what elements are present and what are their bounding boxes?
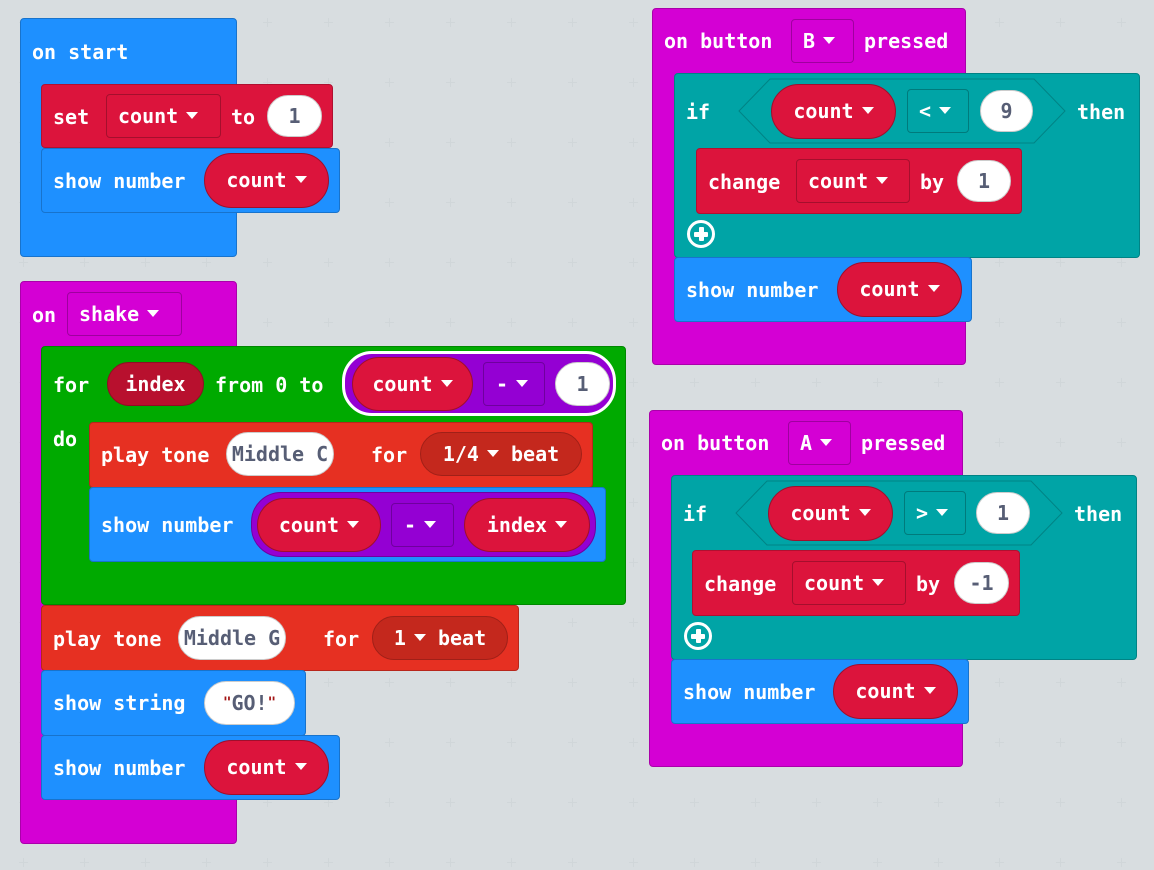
beat-dropdown[interactable]: 1 beat (372, 616, 508, 660)
caret-down-icon (413, 634, 426, 641)
variable-dropdown[interactable]: count (796, 159, 910, 203)
button-dropdown[interactable]: B (791, 19, 854, 63)
show-number-label: show number (101, 513, 234, 537)
caret-down-icon (858, 509, 871, 516)
show-number-label: show number (683, 680, 816, 704)
gesture-dropdown[interactable]: shake (67, 292, 182, 336)
note-input[interactable]: Middle G (178, 616, 286, 660)
set-label: set (53, 105, 90, 129)
pressed-label: pressed (864, 29, 949, 53)
caret-down-icon (823, 37, 836, 44)
caret-down-icon (876, 177, 889, 184)
value-input[interactable]: 1 (976, 492, 1030, 534)
button-dropdown[interactable]: A (788, 421, 851, 465)
change-label: change (704, 572, 777, 596)
on-label: on (32, 303, 57, 327)
loop-variable[interactable]: index (107, 362, 204, 406)
variable-reporter[interactable]: count (771, 84, 896, 139)
variable-reporter[interactable]: count (204, 153, 329, 208)
if-label: if (686, 100, 711, 124)
add-else-plus-icon[interactable] (684, 622, 712, 650)
caret-down-icon (861, 107, 874, 114)
on-button-label: on button (661, 431, 770, 455)
beat-dropdown[interactable]: 1/4 beat (420, 432, 582, 476)
by-label: by (916, 572, 941, 596)
caret-down-icon (347, 521, 360, 528)
if-label: if (683, 502, 708, 526)
to-label: to (231, 105, 256, 129)
variable-reporter[interactable]: count (837, 262, 962, 317)
change-label: change (708, 170, 781, 194)
for-label: for (53, 373, 90, 397)
caret-down-icon (927, 285, 940, 292)
caret-down-icon (294, 176, 307, 183)
caret-down-icon (555, 521, 568, 528)
caret-down-icon (294, 763, 307, 770)
value-input[interactable]: -1 (954, 562, 1009, 604)
play-tone-label: play tone (101, 443, 210, 467)
variable-reporter[interactable]: count (768, 486, 893, 541)
play-tone-label: play tone (53, 627, 162, 651)
pressed-label: pressed (861, 431, 946, 455)
caret-down-icon (186, 112, 199, 119)
show-number-label: show number (53, 169, 186, 193)
on-button-label: on button (664, 29, 773, 53)
variable-dropdown[interactable]: count (106, 94, 221, 138)
on-start-label: on start (32, 40, 129, 64)
show-string-label: show string (53, 691, 186, 715)
caret-down-icon (923, 687, 936, 694)
variable-reporter[interactable]: count (833, 664, 958, 719)
caret-down-icon (936, 509, 949, 516)
add-else-plus-icon[interactable] (687, 220, 715, 248)
from-label: from 0 to (215, 373, 324, 397)
note-input[interactable]: Middle C (226, 432, 334, 476)
caret-down-icon (440, 380, 453, 387)
by-label: by (920, 170, 945, 194)
then-label: then (1074, 502, 1123, 526)
caret-down-icon (516, 380, 529, 387)
caret-down-icon (939, 107, 952, 114)
variable-reporter[interactable]: count (257, 498, 381, 552)
variable-reporter[interactable]: index (464, 498, 590, 552)
operator-dropdown[interactable]: - (483, 362, 545, 406)
quote-icon: " (223, 695, 232, 711)
value-input[interactable]: 1 (267, 95, 322, 137)
caret-down-icon (872, 579, 885, 586)
quote-icon: " (267, 695, 276, 711)
for-label: for (323, 627, 360, 651)
variable-reporter[interactable]: count (204, 740, 329, 795)
comparison-dropdown[interactable]: > (904, 491, 966, 535)
then-label: then (1077, 100, 1126, 124)
show-number-label: show number (53, 756, 186, 780)
value-input[interactable]: 1 (957, 160, 1011, 202)
caret-down-icon (424, 521, 437, 528)
caret-down-icon (486, 450, 499, 457)
caret-down-icon (147, 310, 160, 317)
comparison-dropdown[interactable]: < (907, 89, 969, 133)
for-label: for (371, 443, 408, 467)
value-input[interactable]: 1 (555, 362, 610, 406)
caret-down-icon (820, 439, 833, 446)
value-input[interactable]: 9 (980, 90, 1033, 132)
do-label: do (53, 427, 78, 451)
operator-dropdown[interactable]: - (391, 503, 454, 547)
string-input[interactable]: "GO!" (204, 681, 295, 725)
variable-reporter[interactable]: count (352, 357, 473, 411)
variable-dropdown[interactable]: count (792, 561, 906, 605)
show-number-label: show number (686, 278, 819, 302)
